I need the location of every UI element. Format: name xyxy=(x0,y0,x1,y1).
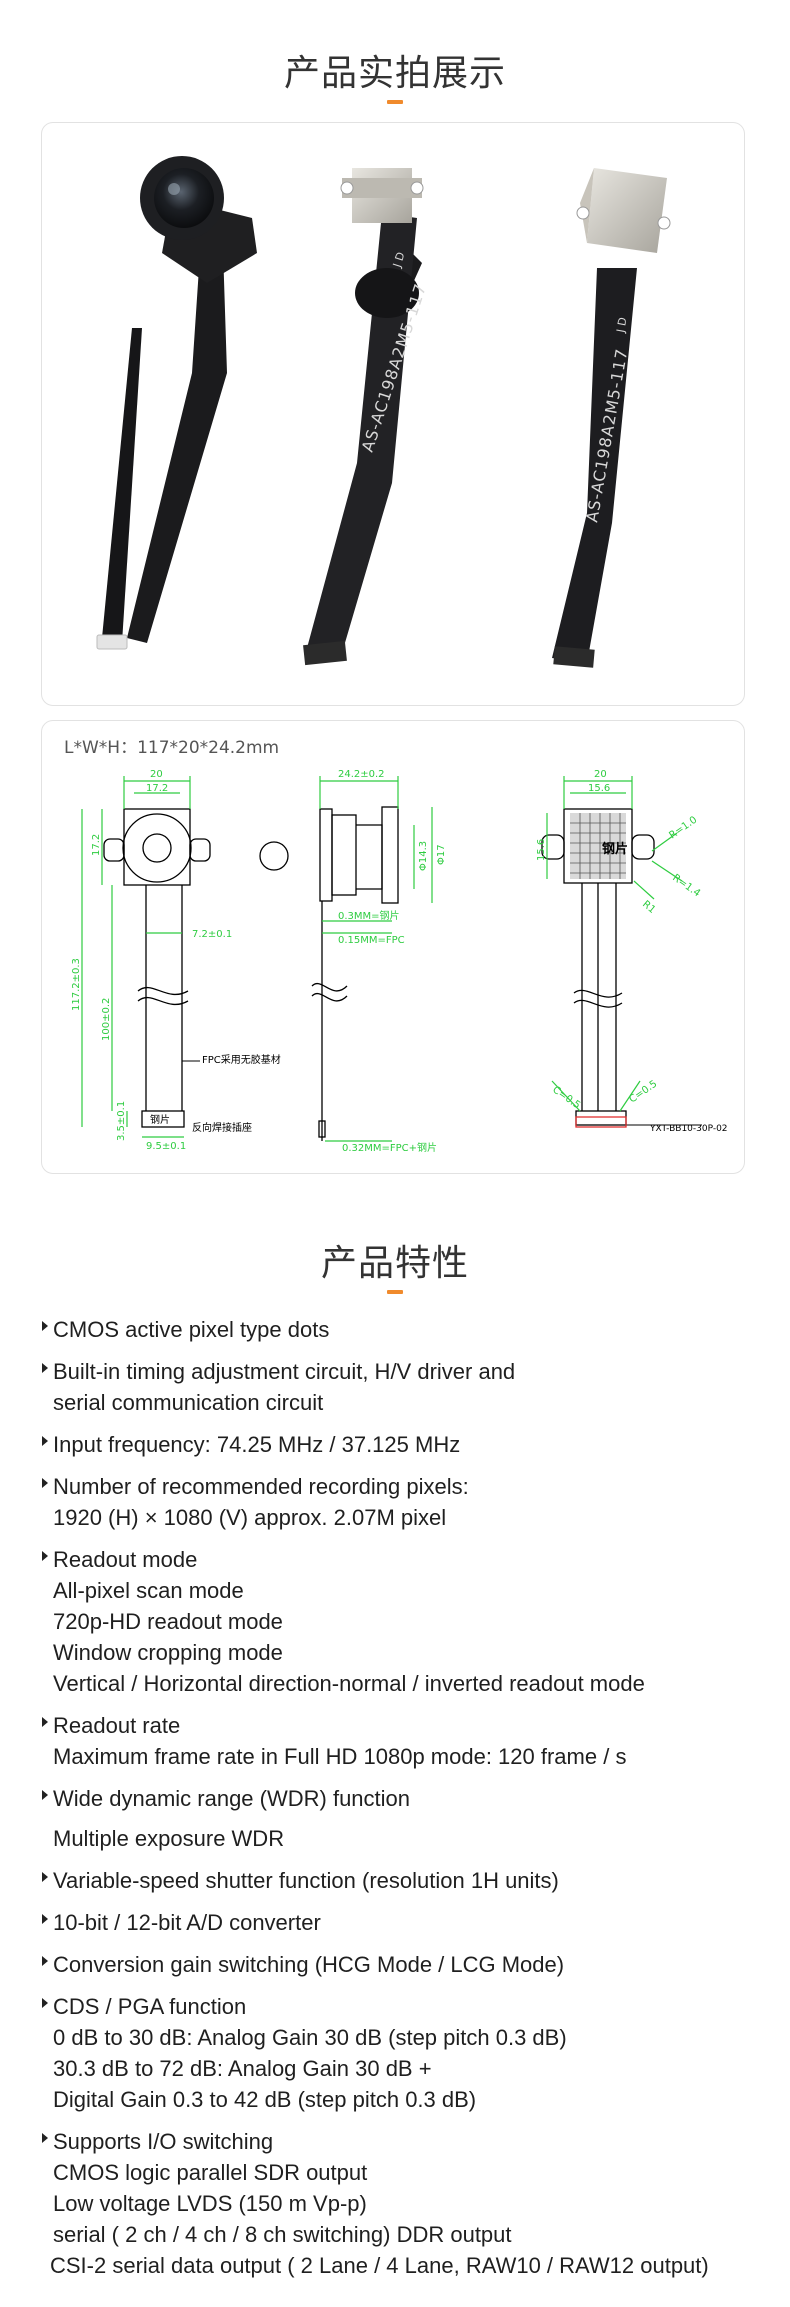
camera-module-side-photo: AS-AC198A2M5-117 J D xyxy=(303,168,430,666)
bullet-triangle-icon xyxy=(42,1914,48,1924)
dimensions-label: L*W*H：117*20*24.2mm xyxy=(64,738,280,758)
bullet-triangle-icon xyxy=(42,1321,48,1331)
product-photos: AS-AC198A2M5-117 J D AS-AC198A2M5-117 J … xyxy=(96,156,671,668)
back-conn: YXT-BB10-30P-02 xyxy=(649,1124,728,1134)
feature-item: Built-in timing adjustment circuit, H/V … xyxy=(40,1356,780,1418)
bullet-triangle-icon xyxy=(42,1478,48,1488)
feature-item: Conversion gain switching (HCG Mode / LC… xyxy=(40,1949,780,1980)
feature-item: CDS / PGA function 0 dB to 30 dB: Analog… xyxy=(40,1991,780,2115)
feature-item: 10-bit / 12-bit A/D converter xyxy=(40,1907,780,1938)
dimension-drawing: 20 17.2 17.2 117.2±0.3 100±0.2 3.5±0.1 9… xyxy=(71,769,728,1154)
back-steel: 钢片 xyxy=(602,841,628,857)
back-r2: R=1.4 xyxy=(670,872,702,899)
front-h172: 17.2 xyxy=(91,834,102,856)
feature-item: Wide dynamic range (WDR) function Multip… xyxy=(40,1783,780,1854)
product-photo-card: AS-AC198A2M5-117 J D AS-AC198A2M5-117 J … xyxy=(41,122,745,706)
side-t3: 0.32MM=FPC+钢片 xyxy=(342,1141,437,1154)
back-w156: 15.6 xyxy=(588,783,610,794)
side-d143: Φ14.3 xyxy=(418,841,429,871)
bullet-triangle-icon xyxy=(42,1436,48,1446)
feature-item: Readout mode All-pixel scan mode 720p-HD… xyxy=(40,1544,780,1699)
side-t1: 0.3MM=钢片 xyxy=(338,909,400,922)
back-c1: C=0.5 xyxy=(550,1084,582,1111)
steel-plate-pattern xyxy=(570,813,626,879)
front-note-conn: 反向焊接插座 xyxy=(192,1121,252,1134)
feature-item: Variable-speed shutter function (resolut… xyxy=(40,1865,780,1896)
features-list: CMOS active pixel type dots Built-in tim… xyxy=(40,1314,780,2292)
front-w95: 9.5±0.1 xyxy=(146,1141,186,1152)
bullet-triangle-icon xyxy=(42,1998,48,2008)
side-w242: 24.2±0.2 xyxy=(338,769,385,780)
bullet-triangle-icon xyxy=(42,1956,48,1966)
cable-print-suffix-2: J D xyxy=(614,316,630,334)
features-title: 产品特性 xyxy=(320,1243,469,1284)
front-tab: 3.5±0.1 xyxy=(116,1101,127,1141)
bullet-triangle-icon xyxy=(42,1872,48,1882)
feature-item: CMOS active pixel type dots xyxy=(40,1314,780,1345)
back-w20: 20 xyxy=(594,769,607,780)
front-view-drawing xyxy=(103,808,211,1128)
front-w20: 20 xyxy=(150,769,163,780)
feature-item: Supports I/O switching CMOS logic parall… xyxy=(40,2126,780,2281)
camera-module-front-photo xyxy=(96,156,257,650)
back-h156: 15.6 xyxy=(536,839,547,861)
front-note-fpc: FPC采用无胶基材 xyxy=(202,1053,281,1066)
front-fpc-len: 100±0.2 xyxy=(101,998,112,1041)
features-title-underline xyxy=(387,1290,403,1294)
feature-item: Readout rate Maximum frame rate in Full … xyxy=(40,1710,780,1772)
cable-print-suffix: J D xyxy=(390,250,407,269)
front-w72: 7.2±0.1 xyxy=(192,929,232,940)
bullet-triangle-icon xyxy=(42,1717,48,1727)
bullet-triangle-icon xyxy=(42,1551,48,1561)
side-t2: 0.15MM=FPC xyxy=(338,935,405,946)
feature-item: Number of recommended recording pixels: … xyxy=(40,1471,780,1533)
front-w172: 17.2 xyxy=(146,783,168,794)
feature-item: Input frequency: 74.25 MHz / 37.125 MHz xyxy=(40,1429,780,1460)
front-steel: 钢片 xyxy=(150,1113,170,1126)
bullet-triangle-icon xyxy=(42,2133,48,2143)
dimension-drawing-card: L*W*H：117*20*24.2mm xyxy=(41,720,745,1174)
back-r3: R1 xyxy=(640,899,657,916)
side-view-drawing xyxy=(311,806,399,1141)
camera-module-back-photo: AS-AC198A2M5-117 J D xyxy=(552,168,671,668)
side-d17: Φ17 xyxy=(436,844,447,865)
showcase-title: 产品实拍展示 xyxy=(283,53,506,94)
back-r1: R=1.0 xyxy=(667,815,699,842)
showcase-title-underline xyxy=(387,100,403,104)
bullet-triangle-icon xyxy=(42,1363,48,1373)
front-len: 117.2±0.3 xyxy=(71,958,82,1011)
bullet-triangle-icon xyxy=(42,1790,48,1800)
back-c2: C=0.5 xyxy=(627,1079,659,1106)
